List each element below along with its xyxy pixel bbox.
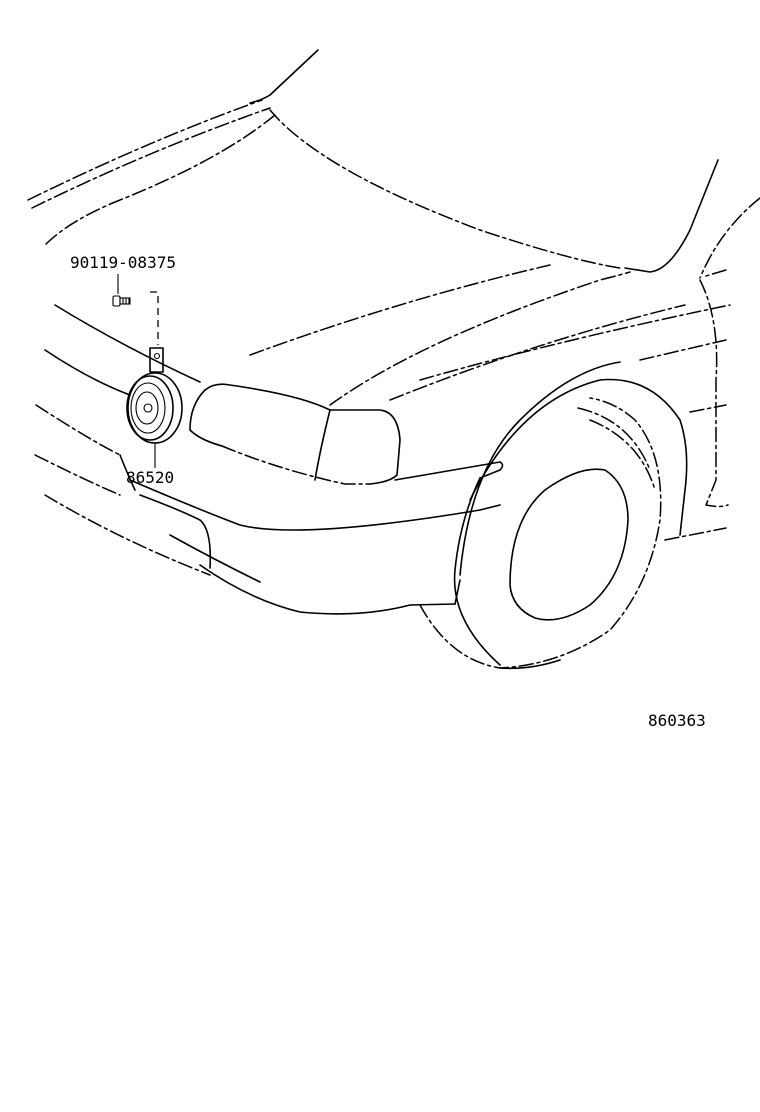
bolt-to-bracket-guide	[150, 291, 159, 345]
car-body-outline	[27, 49, 760, 670]
illustration-number-label: 860363	[648, 711, 706, 730]
bolt-part-number-label: 90119-08375	[70, 253, 176, 272]
horn-part-number-label: 86520	[126, 468, 174, 487]
horn-icon	[126, 347, 183, 444]
bolt-icon	[112, 295, 131, 307]
